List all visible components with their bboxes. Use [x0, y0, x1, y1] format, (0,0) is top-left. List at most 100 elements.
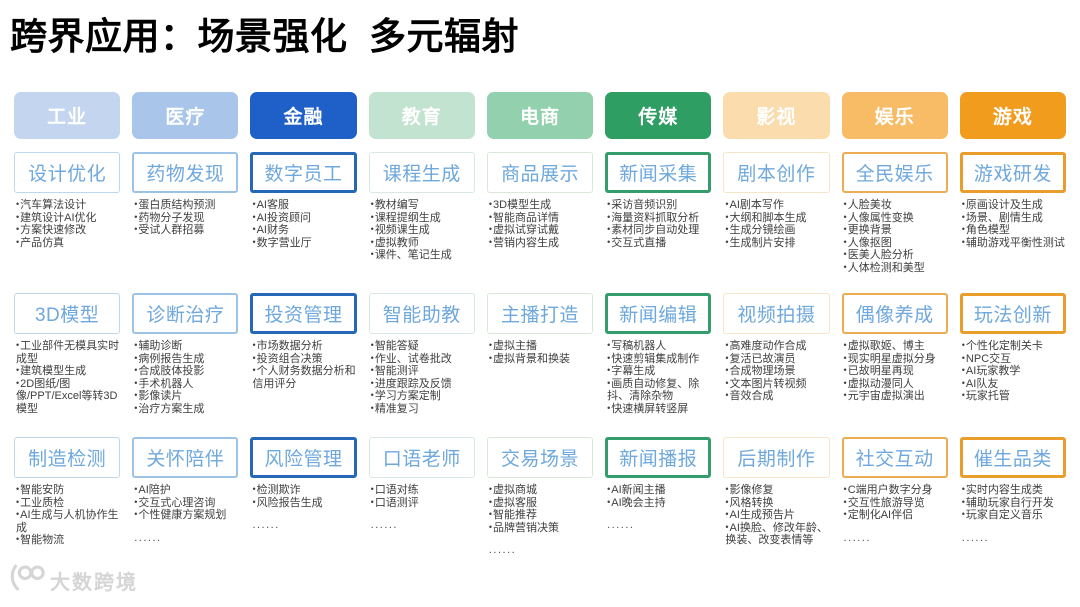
scene-title-box: 新闻播报 — [605, 437, 712, 478]
scene-item: 快速剪辑集成制作 — [607, 353, 711, 366]
scene-title-box: 新闻采集 — [605, 152, 712, 193]
industry-column: 金融 数字员工AI客服AI投资顾问AI财务数字营业厅投资管理市场数据分析投资组合… — [250, 92, 357, 564]
industry-column: 工业 设计优化汽车算法设计建筑设计AI优化方案快速修改产品仿真3D模型工业部件无… — [14, 92, 121, 564]
scene-item: 视频课生成 — [371, 224, 475, 237]
scene-item: 课件、笔记生成 — [371, 249, 475, 262]
scene-item: AI客服 — [252, 199, 356, 212]
scene-item: 蛋白质结构预测 — [134, 199, 238, 212]
scene-item: 方案快速修改 — [16, 224, 120, 237]
industry-column: 电商 商品展示3D模型生成智能商品详情虚拟试穿试戴营销内容生成主播打造虚拟主播虚… — [486, 92, 594, 564]
scene-item-list: 虚拟商城虚拟客服智能推荐品牌营销决策...... — [487, 478, 593, 564]
scene-item: 虚拟商城 — [489, 484, 593, 497]
scene-item-list: 3D模型生成智能商品详情虚拟试穿试戴营销内容生成 — [487, 193, 593, 293]
industry-tab-4: 教育 — [368, 92, 475, 139]
scene-item: 人体检测和美型 — [844, 262, 948, 275]
scene-item: C端用户数字分身 — [844, 484, 948, 497]
scene-item: AI陪护 — [134, 484, 238, 497]
scene-item-list: AI剧本写作大纲和脚本生成生成分镜绘画生成制片安排 — [723, 193, 829, 293]
scene-item: 风格转换 — [725, 497, 829, 510]
scene-item-list: 影像修复风格转换AI生成预告片AI换脸、修改年龄、换装、改变表情等...... — [723, 478, 829, 564]
scene-item: 采访音频识别 — [607, 199, 711, 212]
scene-item-list: 口语对练口语测评...... — [369, 478, 475, 564]
scene-item: 病例报告生成 — [134, 353, 238, 366]
scene-item: 风险报告生成 — [252, 497, 356, 510]
scene-title-box: 3D模型 — [14, 293, 121, 334]
scene-item: 学习方案定制 — [371, 390, 475, 403]
scene-title-box: 诊断治疗 — [132, 293, 239, 334]
scene-item: AI换脸、修改年龄、换装、改变表情等 — [725, 522, 829, 547]
scene-item: 大纲和脚本生成 — [725, 212, 829, 225]
scene-item: 合成肢体投影 — [134, 365, 238, 378]
scene-title-box: 后期制作 — [723, 437, 830, 478]
scene-item: 3D模型生成 — [489, 199, 593, 212]
scene-item: 快速横屏转竖屏 — [607, 403, 711, 416]
industry-tab-2: 医疗 — [132, 92, 239, 139]
scene-item-list: AI陪护交互式心理咨询个性健康方案规划...... — [132, 478, 238, 564]
scene-item: 人像抠图 — [844, 237, 948, 250]
scene-item-list: 辅助诊断病例报告生成合成肢体投影手术机器人影像读片治疗方案生成 — [132, 334, 238, 437]
industry-column: 医疗 药物发现蛋白质结构预测药物分子发现受试人群招募诊断治疗辅助诊断病例报告生成… — [132, 92, 239, 564]
scene-item: 个人财务数据分析和信用评分 — [252, 365, 356, 390]
scene-title-box: 智能助教 — [368, 293, 475, 334]
scene-item: 受试人群招募 — [134, 224, 238, 237]
industry-grid: 工业 设计优化汽车算法设计建筑设计AI优化方案快速修改产品仿真3D模型工业部件无… — [14, 92, 1066, 564]
industry-tab-3: 金融 — [250, 92, 357, 139]
scene-item: 影像读片 — [134, 390, 238, 403]
scene-item-list: C端用户数字分身交互性旅游导览定制化AI伴侣...... — [842, 478, 948, 564]
industry-column: 传媒 新闻采集采访音频识别海量资料抓取分析素材同步自动处理交互式直播新闻编辑写稿… — [605, 92, 712, 564]
scene-title-box: 制造检测 — [14, 437, 121, 478]
industry-tab-8: 娱乐 — [841, 92, 948, 139]
scene-item-list: 汽车算法设计建筑设计AI优化方案快速修改产品仿真 — [14, 193, 120, 293]
industry-column: 娱乐 全民娱乐人脸美妆人像属性变换更换背景人像抠图医美人脸分析人体检测和美型偶像… — [841, 92, 948, 564]
scene-item: AI剧本写作 — [725, 199, 829, 212]
industry-tab-9: 游戏 — [959, 92, 1066, 139]
scene-item-list: 个性化定制关卡NPC交互AI玩家教学AI队友玩家托管 — [960, 334, 1066, 437]
scene-item: 辅助诊断 — [134, 340, 238, 353]
scene-item: 元宇宙虚拟演出 — [844, 390, 948, 403]
scene-item: AI新闻主播 — [607, 484, 711, 497]
scene-item: 现实明星虚拟分身 — [844, 353, 948, 366]
scene-item: 高难度动作合成 — [725, 340, 829, 353]
scene-item-list: 实时内容生成类辅助玩家自行开发玩家自定义音乐...... — [960, 478, 1066, 564]
scene-title-box: 投资管理 — [250, 293, 357, 334]
scene-item: 音效合成 — [725, 390, 829, 403]
more-ellipsis: ...... — [252, 519, 280, 531]
watermark: 大数跨境 — [8, 563, 138, 597]
scene-item: 已故明星再现 — [844, 365, 948, 378]
scene-item-list: 教材编写课程提纲生成视频课生成虚拟教师课件、笔记生成 — [369, 193, 475, 293]
more-ellipsis: ...... — [134, 531, 162, 544]
scene-item: 画质自动修复、除抖、清除杂物 — [607, 378, 711, 403]
scene-item: 课程提纲生成 — [371, 212, 475, 225]
scene-item: 工业质检 — [16, 497, 120, 510]
scene-item: 人脸美妆 — [844, 199, 948, 212]
scene-item: AI晚会主持 — [607, 497, 711, 510]
scene-title-box: 药物发现 — [132, 152, 239, 193]
scene-item: 字幕生成 — [607, 365, 711, 378]
scene-title-box: 催生品类 — [959, 437, 1066, 478]
scene-item: 合成物理场景 — [725, 365, 829, 378]
industry-tab-7: 影视 — [723, 92, 830, 139]
scene-item: 写稿机器人 — [607, 340, 711, 353]
more-ellipsis: ...... — [725, 556, 753, 565]
scene-item: 市场数据分析 — [252, 340, 356, 353]
scene-item: 虚拟试穿试戴 — [489, 224, 593, 237]
scene-item: 场景、剧情生成 — [962, 212, 1066, 225]
scene-item: 生成制片安排 — [725, 237, 829, 250]
scene-title-box: 口语老师 — [368, 437, 475, 478]
scene-item: 虚拟客服 — [489, 497, 593, 510]
scene-item: 智能推荐 — [489, 509, 593, 522]
scene-item: 建筑模型生成 — [16, 365, 120, 378]
scene-item-list: 高难度动作合成复活已故演员合成物理场景文本图片转视频音效合成 — [723, 334, 829, 437]
scene-item: 品牌营销决策 — [489, 522, 593, 535]
scene-title-box: 课程生成 — [368, 152, 475, 193]
scene-title-box: 商品展示 — [486, 152, 594, 193]
scene-item: 个性健康方案规划 — [134, 509, 238, 522]
scene-item-list: 采访音频识别海量资料抓取分析素材同步自动处理交互式直播 — [605, 193, 711, 293]
scene-item: 海量资料抓取分析 — [607, 212, 711, 225]
scene-item: 生成分镜绘画 — [725, 224, 829, 237]
scene-title-box: 视频拍摄 — [723, 293, 830, 334]
scene-title-box: 交易场景 — [486, 437, 594, 478]
scene-title-box: 全民娱乐 — [841, 152, 948, 193]
scene-item: 更换背景 — [844, 224, 948, 237]
scene-title-box: 主播打造 — [486, 293, 594, 334]
